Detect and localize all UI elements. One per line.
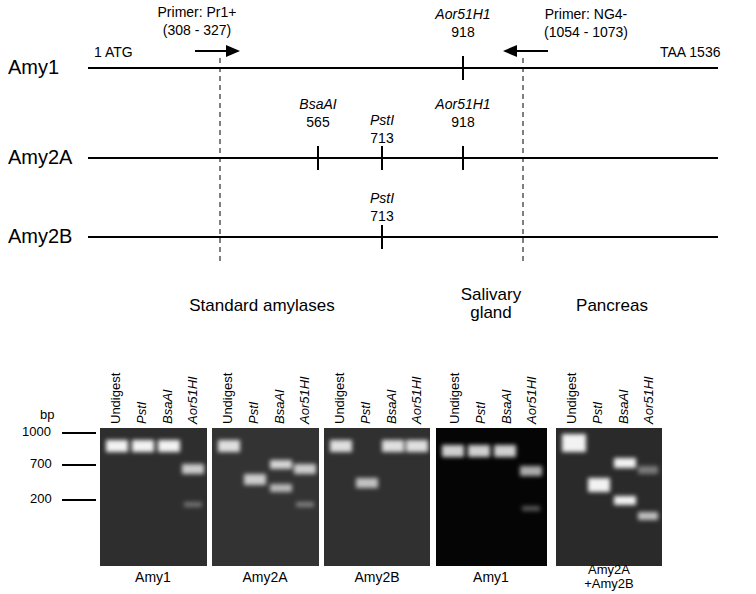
site-tick — [462, 146, 464, 170]
text-label: TAA 1536 — [660, 44, 720, 60]
text-label: 713 — [370, 208, 393, 224]
lane-label: Undigest — [109, 373, 124, 424]
text-label: Standard amylases — [189, 296, 335, 316]
lane-label: BsaAI — [385, 389, 400, 424]
text-label: Amy1 — [135, 569, 171, 585]
lane-label: Undigest — [565, 373, 580, 424]
dashed-guide — [220, 58, 221, 265]
text-label: 700 — [30, 457, 52, 472]
text-label: Amy2B — [354, 569, 399, 585]
text-label: Aor51H1 — [435, 96, 490, 112]
lane-label: Aor51HI — [410, 376, 425, 424]
text-label: (1054 - 1073) — [544, 24, 628, 40]
site-tick — [381, 225, 383, 249]
lane-label: PstI — [591, 402, 606, 424]
lane-label: BsaAI — [500, 389, 515, 424]
text-label: (308 - 327) — [163, 22, 231, 38]
lane-label: BsaAI — [273, 389, 288, 424]
lane-label: Aor51HI — [186, 376, 201, 424]
primer-head — [503, 45, 517, 57]
text-label: BsaAI — [299, 96, 336, 112]
primer-arrow — [195, 50, 228, 52]
amy1-line — [88, 67, 718, 69]
size-tick — [62, 432, 96, 434]
lane-label: PstI — [359, 402, 374, 424]
text-label: Aor51H1 — [435, 6, 490, 22]
lane-label: BsaAI — [617, 389, 632, 424]
lane-label: Undigest — [333, 373, 348, 424]
lane-label: Aor51HI — [642, 376, 657, 424]
amy2b-line — [88, 236, 718, 238]
text-label: Primer: Pr1+ — [158, 4, 237, 20]
lane-label: BsaAI — [161, 389, 176, 424]
site-tick — [317, 146, 319, 170]
text-label: 200 — [30, 492, 52, 507]
text-label: Primer: NG4- — [545, 6, 627, 22]
text-label: 1000 — [22, 425, 51, 440]
text-label: Amy1 — [8, 56, 59, 79]
text-label: 918 — [451, 114, 474, 130]
text-label: Pancreas — [576, 296, 648, 316]
text-label: Amy2A +Amy2B — [574, 563, 644, 590]
text-label: 565 — [306, 114, 329, 130]
text-label: 713 — [370, 130, 393, 146]
lane-label: Aor51HI — [298, 376, 313, 424]
lane-label: PstI — [135, 402, 150, 424]
lane-label: PstI — [247, 402, 262, 424]
lane-label: Undigest — [221, 373, 236, 424]
text-label: bp — [40, 408, 54, 423]
site-tick — [381, 146, 383, 170]
text-label: PstI — [370, 112, 394, 128]
gel-panels — [100, 428, 662, 566]
lane-label: PstI — [474, 402, 489, 424]
text-label: Amy2A — [8, 146, 72, 169]
size-tick — [62, 464, 96, 466]
text-label: Amy2A — [242, 569, 287, 585]
text-label: 1 ATG — [94, 44, 133, 60]
lane-label: Undigest — [448, 373, 463, 424]
gel-bands — [106, 434, 658, 520]
text-label: PstI — [370, 190, 394, 206]
primer-head — [226, 45, 240, 57]
lane-label: Aor51HI — [525, 376, 540, 424]
amy2a-line — [88, 157, 718, 159]
primer-arrow — [515, 50, 548, 52]
text-label: 918 — [451, 24, 474, 40]
text-label: Amy2B — [8, 225, 72, 248]
dashed-guide — [523, 58, 524, 265]
size-tick — [62, 499, 96, 501]
text-label: Amy1 — [473, 569, 509, 585]
site-tick — [462, 56, 464, 80]
text-label: Salivary gland — [446, 286, 536, 322]
